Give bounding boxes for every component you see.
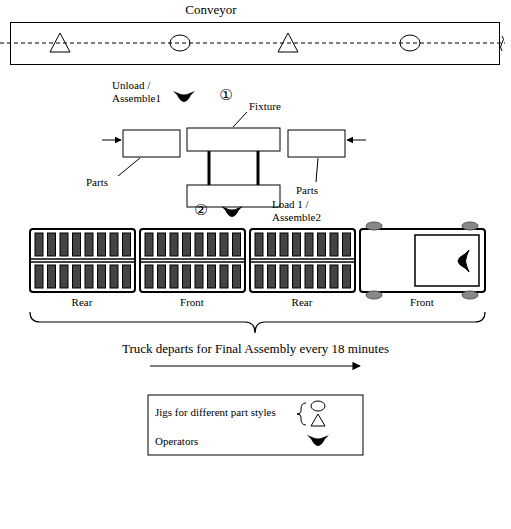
fixture: [187, 112, 280, 207]
operator: [221, 206, 243, 217]
direction-arrow: [150, 365, 360, 366]
parts-bins: [102, 130, 366, 182]
callout-number: ②: [190, 202, 212, 219]
part-label: Parts: [296, 184, 336, 197]
legend-text: Jigs for different part styles: [155, 406, 276, 419]
operator: [173, 91, 195, 102]
conveyor: [0, 33, 505, 52]
legend-text: Operators: [155, 435, 198, 448]
rack: [30, 229, 135, 292]
callout-number: ①: [215, 87, 237, 104]
operator-label: Unload / Assemble1: [112, 79, 176, 104]
conveyor-box: Conveyor: [10, 22, 500, 65]
truck: [30, 222, 485, 299]
operator: [307, 435, 329, 446]
node-title: Conveyor: [151, 3, 271, 18]
truck-section: Front: [162, 296, 222, 309]
truck-section: Rear: [272, 296, 332, 309]
truck-section: Rear: [52, 296, 112, 309]
operator-label: Load 1 / Assemble2: [272, 198, 336, 223]
part-label: Fixture: [249, 100, 299, 113]
part-label: Parts: [86, 176, 126, 189]
rack: [250, 229, 355, 292]
legend-box: [148, 395, 363, 455]
note: Truck departs for Final Assembly every 1…: [20, 342, 491, 357]
truck-section: Front: [392, 296, 452, 309]
brace: [30, 312, 485, 333]
rack: [140, 229, 245, 292]
